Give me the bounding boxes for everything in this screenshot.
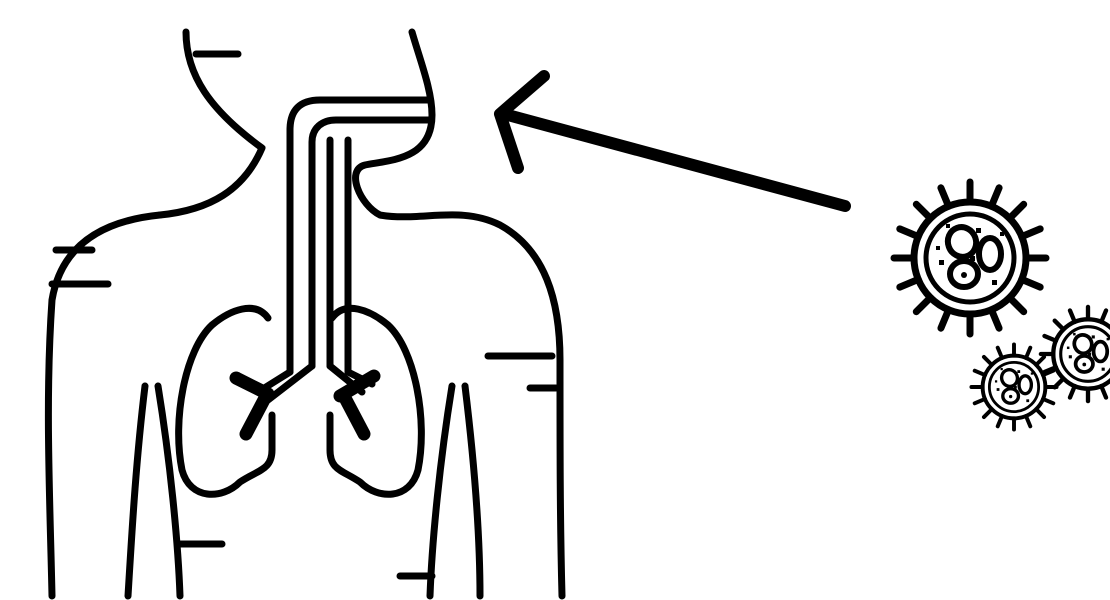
bronchi-branches: [229, 369, 381, 441]
left-bronchus-inner: [264, 362, 316, 404]
right-lung: [326, 304, 425, 498]
left-neck-line: [156, 28, 266, 219]
virus-large: [894, 182, 1046, 334]
right-neck-shoulder-line: [352, 28, 566, 600]
arrow-head: [494, 70, 550, 174]
left-torso-side: [154, 382, 184, 600]
trachea-inner-left: [308, 116, 434, 370]
left-lung: [175, 304, 276, 498]
virus-medium-left: [969, 342, 1059, 432]
left-inner-arm: [124, 382, 149, 600]
torso-figure: [44, 28, 566, 600]
right-torso-side: [426, 382, 456, 600]
arrow-shaft: [498, 108, 851, 212]
right-inner-arm: [461, 382, 484, 600]
trachea-outer-left: [286, 96, 434, 376]
arrow: [494, 70, 851, 212]
left-shoulder-line: [44, 211, 164, 600]
